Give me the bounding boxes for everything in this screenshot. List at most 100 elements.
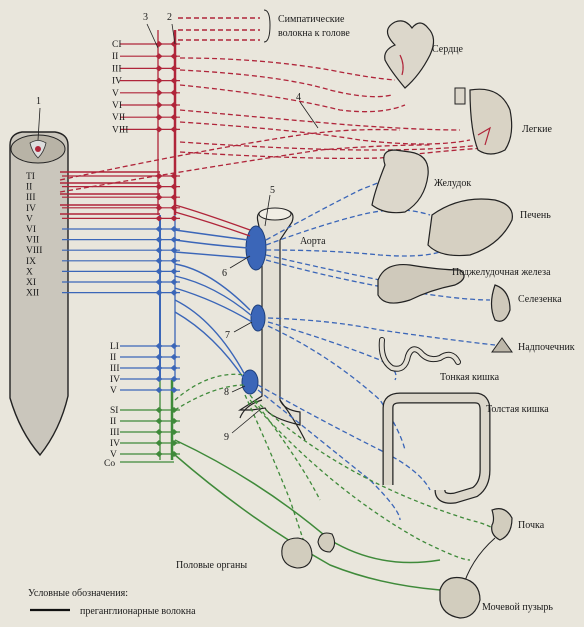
cervical-ganglion-node-4-1 bbox=[156, 78, 163, 84]
thoracic-segment-label-1: TI bbox=[26, 172, 35, 182]
thoracic-ganglion-node-12-2 bbox=[171, 290, 178, 296]
liver bbox=[428, 199, 512, 256]
lumbar-ganglion-node-5-1 bbox=[156, 387, 163, 393]
thoracic-ganglion-node-10-2 bbox=[171, 268, 178, 274]
thoracic-ganglion-node-8-1 bbox=[156, 247, 163, 253]
label-adrenal: Надпочечник bbox=[518, 342, 575, 353]
label-small-intestine: Тонкая кишка bbox=[440, 372, 500, 383]
thoracic-ganglion-node-6-1 bbox=[156, 226, 163, 232]
callout-8: 8 bbox=[224, 387, 229, 398]
lumbar-segment-label-3: III bbox=[110, 364, 120, 374]
thoracic-ganglion-node-3-1 bbox=[156, 194, 163, 200]
thoracic-segment-label-7: VII bbox=[26, 236, 39, 246]
head-fibers bbox=[178, 18, 260, 40]
kidney bbox=[462, 509, 512, 590]
thoracic-ganglion-node-12-1 bbox=[156, 290, 163, 296]
cervical-segment-label-1: CI bbox=[112, 40, 122, 50]
cervical-segment-label-4: IV bbox=[112, 77, 122, 87]
cervical-segment-label-7: VII bbox=[112, 113, 125, 123]
label-lungs: Легкие bbox=[522, 124, 552, 135]
cervical-ganglion-node-6-1 bbox=[156, 102, 163, 108]
cervical-ganglion-node-8-1 bbox=[156, 126, 163, 132]
cervical-ganglion-node-5-2 bbox=[171, 90, 178, 96]
heart bbox=[385, 21, 434, 88]
sacral-ganglion-node-1-1 bbox=[156, 407, 163, 413]
lumbar-ganglion-node-3-2 bbox=[171, 365, 178, 371]
sacral-ganglion-node-3-1 bbox=[156, 429, 163, 435]
label-aorta: Аорта bbox=[300, 236, 326, 247]
head-bracket bbox=[264, 10, 270, 42]
lumbar-segment-label-2: II bbox=[110, 353, 116, 363]
label-heart: Сердце bbox=[432, 44, 464, 55]
superior-mesenteric-ganglion bbox=[251, 305, 265, 331]
legend-item-preganglionic: преганглионарные волокна bbox=[80, 606, 196, 617]
thoracic-segment-label-6: VI bbox=[26, 225, 36, 235]
thoracic-ganglion-node-6-2 bbox=[171, 226, 178, 232]
thoracic-segment-label-10: X bbox=[26, 267, 33, 277]
lumbar-segment-label-5: V bbox=[110, 386, 117, 396]
cervical-segment-label-8: VIII bbox=[112, 125, 128, 135]
thoracic-segment-label-8: VIII bbox=[26, 246, 42, 256]
cervical-ganglion-node-7-2 bbox=[171, 114, 178, 120]
bladder bbox=[440, 578, 480, 619]
cervical-ganglion-node-3-1 bbox=[156, 65, 163, 71]
lumbar-ganglion-node-2-2 bbox=[171, 354, 178, 360]
thoracic-ganglion-node-9-1 bbox=[156, 258, 163, 264]
thoracic-ganglion-node-11-1 bbox=[156, 279, 163, 285]
callout-1: 1 bbox=[36, 96, 41, 107]
thoracic-segment-label-3: III bbox=[26, 193, 36, 203]
cervical-ganglion-node-2-1 bbox=[156, 53, 163, 59]
lumbar-ganglion-node-3-1 bbox=[156, 365, 163, 371]
cervical-ganglion-node-3-2 bbox=[171, 65, 178, 71]
stomach bbox=[372, 150, 428, 213]
spleen bbox=[492, 285, 511, 321]
thoracic-segment-label-11: XI bbox=[26, 278, 36, 288]
callout-9: 9 bbox=[224, 432, 229, 443]
thoracic-segment-label-4: IV bbox=[26, 204, 36, 214]
cervical-ganglion-node-1-2 bbox=[171, 41, 178, 47]
label-genitals: Половые органы bbox=[176, 560, 247, 571]
celiac-ganglion bbox=[246, 226, 266, 270]
lumbar-ganglion-node-1-2 bbox=[171, 343, 178, 349]
label-bladder: Мочевой пузырь bbox=[482, 602, 553, 613]
lumbar-ganglion-node-1-1 bbox=[156, 343, 163, 349]
sacral-segment-label-3: III bbox=[110, 428, 120, 438]
thoracic-ganglion-node-2-1 bbox=[156, 184, 163, 190]
callout-4: 4 bbox=[296, 92, 301, 103]
thoracic-ganglion-node-5-1 bbox=[156, 215, 163, 221]
legend-title: Условные обозначения: bbox=[28, 588, 128, 599]
blue-preganglionic bbox=[175, 230, 252, 380]
sacral-ganglion-node-2-1 bbox=[156, 418, 163, 424]
lumbar-segment-label-1: LI bbox=[110, 342, 119, 352]
lumbar-ganglion-node-4-1 bbox=[156, 376, 163, 382]
small-intestine bbox=[382, 340, 458, 369]
thoracic-segment-label-2: II bbox=[26, 183, 32, 193]
callout-3: 3 bbox=[143, 12, 148, 23]
thoracic-ganglion-node-9-2 bbox=[171, 258, 178, 264]
thoracic-segment-label-5: V bbox=[26, 214, 33, 224]
thoracic-ganglion-node-7-1 bbox=[156, 237, 163, 243]
label-spleen: Селезенка bbox=[518, 294, 562, 305]
cervical-ganglion-node-6-2 bbox=[171, 102, 178, 108]
thoracic-ganglion-node-11-2 bbox=[171, 279, 178, 285]
label-liver: Печень bbox=[520, 210, 551, 221]
sacral-ganglion-node-4-1 bbox=[156, 440, 163, 446]
thoracic-segment-label-9: IX bbox=[26, 257, 36, 267]
thoracic-ganglion-node-2-2 bbox=[171, 184, 178, 190]
lungs bbox=[455, 88, 512, 154]
label-pancreas: Поджелудочная железа bbox=[452, 267, 551, 278]
cervical-ganglion-node-7-1 bbox=[156, 114, 163, 120]
label-large-intestine: Толстая кишка bbox=[486, 404, 549, 415]
sacral-segment-label-2: II bbox=[110, 417, 116, 427]
thoracic-ganglion-node-3-2 bbox=[171, 194, 178, 200]
callout-2: 2 bbox=[167, 12, 172, 23]
label-stomach: Желудок bbox=[434, 178, 471, 189]
cervical-segment-label-3: III bbox=[112, 64, 122, 74]
cervical-segment-label-2: II bbox=[112, 52, 118, 62]
cervical-segment-label-5: V bbox=[112, 89, 119, 99]
large-intestine bbox=[388, 398, 485, 498]
head-label: Симпатические волокна к голове bbox=[278, 14, 350, 39]
red-preganglionic bbox=[60, 172, 250, 236]
